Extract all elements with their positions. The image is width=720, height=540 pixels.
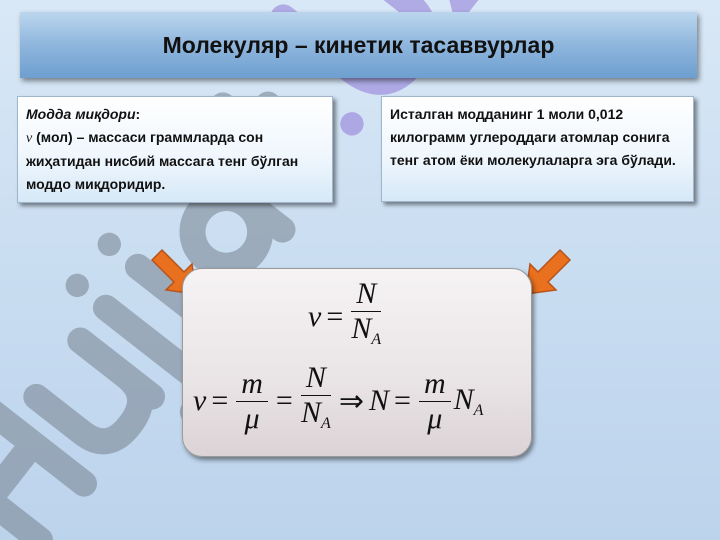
- mole-text: Исталган модданинг 1 моли 0,012 килограм…: [390, 106, 676, 168]
- N: N: [351, 312, 372, 345]
- colon: :: [135, 106, 141, 122]
- slide-title: Молекуляр – кинетик тасаввурлар: [162, 31, 555, 58]
- subscript-A: A: [473, 401, 484, 419]
- N: N: [300, 396, 321, 429]
- formula-chain: ν = m μ = N NA ⇒ N = m μ NA: [193, 361, 483, 441]
- equals: =: [211, 384, 229, 417]
- numerator: N: [351, 277, 382, 312]
- denominator: μ: [244, 401, 260, 435]
- subscript-A: A: [371, 331, 382, 348]
- denominator: μ: [427, 401, 443, 435]
- title-bar: Молекуляр – кинетик тасаввурлар: [20, 12, 697, 78]
- numerator: N: [300, 361, 331, 396]
- definition-box: Модда миқдори: ν (мол) – массаси граммла…: [17, 96, 333, 203]
- fraction-m-mu: m μ: [236, 367, 268, 436]
- nu: ν: [308, 300, 322, 333]
- subscript-A: A: [320, 415, 331, 432]
- implies: ⇒: [338, 384, 364, 418]
- denominator: NA: [351, 312, 381, 357]
- NA: NA: [454, 383, 484, 420]
- N: N: [369, 384, 390, 417]
- definition-text: (мол) – массаси граммларда сон жиҳатидан…: [26, 129, 299, 192]
- denominator: NA: [301, 396, 331, 441]
- formula-box: ν = N NA ν = m μ = N NA ⇒ N = m μ NA: [182, 268, 532, 457]
- nu-symbol: ν: [26, 131, 33, 146]
- equals: =: [275, 384, 293, 417]
- fraction: N NA: [351, 277, 382, 357]
- fraction-N-NA: N NA: [300, 361, 331, 441]
- N: N: [453, 382, 474, 416]
- numerator: m: [236, 367, 268, 402]
- definition-heading: Модда миқдори: [26, 106, 136, 122]
- fraction-m-mu: m μ: [418, 367, 451, 436]
- numerator: m: [418, 367, 451, 402]
- equals: =: [394, 384, 411, 417]
- mole-box: Исталган модданинг 1 моли 0,012 килограм…: [381, 96, 694, 202]
- nu: ν: [193, 384, 207, 417]
- formula-nu-N-over-NA: ν = N NA: [308, 277, 384, 357]
- equals: =: [326, 300, 344, 333]
